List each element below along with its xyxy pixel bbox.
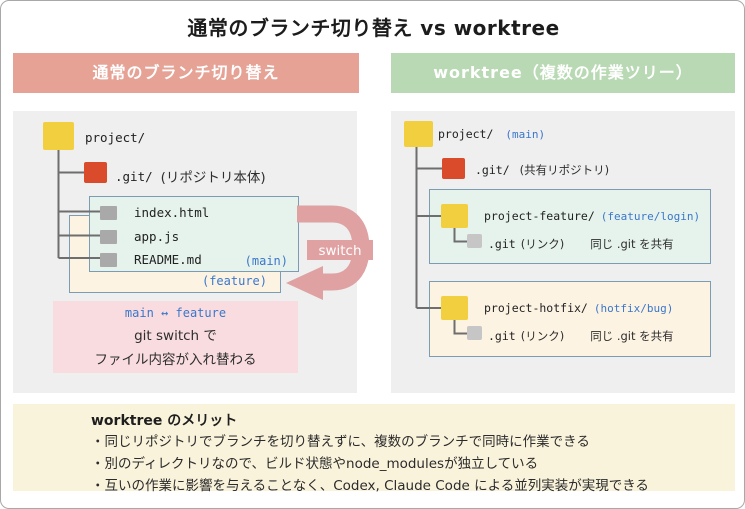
benefit-item: ・互いの作業に影響を与えることなく、Codex, Claude Code による… bbox=[91, 477, 649, 494]
left-section-header: 通常のブランチ切り替え bbox=[13, 53, 359, 93]
worktree-branch-badge: (hotfix/bug) bbox=[593, 301, 674, 315]
worktree-row: project-hotfix/ (hotfix/bug) bbox=[484, 301, 673, 315]
left-panel: (feature) index.html app.js README.md (m… bbox=[13, 111, 373, 393]
git-link-note: (リンク) bbox=[520, 329, 565, 343]
worktree-hotfix-box bbox=[429, 281, 711, 357]
git-link-row: .git (リンク) 同じ .git を共有 bbox=[488, 328, 674, 344]
git-row: .git/ (リポジトリ本体) bbox=[115, 166, 266, 187]
worktree-name: project-hotfix/ bbox=[484, 301, 588, 315]
switch-arrow-icon: switch bbox=[286, 205, 373, 300]
main-branch-badge: (main) bbox=[244, 254, 288, 268]
worktree-folder-icon bbox=[441, 204, 468, 228]
benefit-item: ・同じリポジトリでブランチを切り替えずに、複数のブランチで同時に作業できる bbox=[91, 434, 590, 451]
share-note: 同じ .git を共有 bbox=[590, 329, 674, 343]
worktree-branch-badge: (feature/login) bbox=[600, 209, 701, 223]
feature-branch-badge: (feature) bbox=[201, 274, 267, 288]
git-link-label: .git bbox=[488, 237, 516, 251]
benefit-item: ・別のディレクトリなので、ビルド状態やnode_modulesが独立している bbox=[91, 456, 539, 472]
file-icon bbox=[100, 205, 117, 220]
note-line-2: git switch で bbox=[134, 328, 217, 344]
git-folder-icon bbox=[442, 158, 465, 179]
file-icon bbox=[100, 229, 117, 244]
project-folder-icon bbox=[404, 121, 433, 147]
worktree-feature-box bbox=[429, 189, 711, 264]
note-branches: main ↔ feature bbox=[124, 306, 227, 320]
file-icon bbox=[100, 252, 117, 267]
file-name: index.html bbox=[134, 205, 210, 220]
project-row: project/ (main) bbox=[438, 127, 545, 141]
note-line-3: ファイル内容が入れ替わる bbox=[94, 352, 257, 368]
project-row: project/ bbox=[85, 130, 145, 145]
project-label: project/ bbox=[85, 130, 146, 145]
file-row: index.html bbox=[100, 205, 209, 220]
git-link-label: .git bbox=[488, 329, 516, 343]
git-link-icon bbox=[467, 326, 482, 340]
worktree-folder-icon bbox=[441, 296, 468, 320]
page-title: 通常のブランチ切り替え vs worktree bbox=[187, 16, 560, 40]
right-section-header: worktree（複数の作業ツリー） bbox=[391, 53, 735, 93]
git-label: .git/ bbox=[115, 168, 153, 184]
git-folder-icon bbox=[84, 162, 107, 183]
git-note: (リポジトリ本体) bbox=[160, 170, 266, 186]
git-label: .git/ bbox=[475, 163, 510, 177]
worktree-row: project-feature/ (feature/login) bbox=[484, 209, 700, 223]
main-files-box: index.html app.js README.md (main) bbox=[89, 196, 299, 272]
git-link-note: (リンク) bbox=[520, 237, 565, 251]
project-label: project/ bbox=[438, 127, 494, 141]
benefits-title: worktree のメリット bbox=[91, 413, 238, 429]
git-link-row: .git (リンク) 同じ .git を共有 bbox=[488, 236, 674, 252]
git-link-icon bbox=[467, 234, 482, 248]
git-row: .git/ (共有リポジトリ) bbox=[475, 162, 609, 178]
share-note: 同じ .git を共有 bbox=[590, 237, 674, 251]
switch-note-box: main ↔ feature git switch で ファイル内容が入れ替わる bbox=[53, 301, 298, 373]
switch-label: switch bbox=[318, 243, 361, 259]
file-name: app.js bbox=[134, 229, 180, 244]
right-panel: project/ (main) .git/ (共有リポジトリ) project-… bbox=[391, 111, 735, 393]
file-row: README.md bbox=[100, 252, 202, 267]
file-row: app.js bbox=[100, 229, 179, 244]
project-folder-icon bbox=[43, 122, 74, 150]
file-name: README.md bbox=[134, 252, 202, 267]
git-note: (共有リポジトリ) bbox=[519, 163, 610, 177]
worktree-name: project-feature/ bbox=[484, 209, 595, 223]
benefits-box: worktree のメリット ・同じリポジトリでブランチを切り替えずに、複数のブ… bbox=[13, 404, 735, 494]
main-branch-badge: (main) bbox=[505, 127, 546, 141]
